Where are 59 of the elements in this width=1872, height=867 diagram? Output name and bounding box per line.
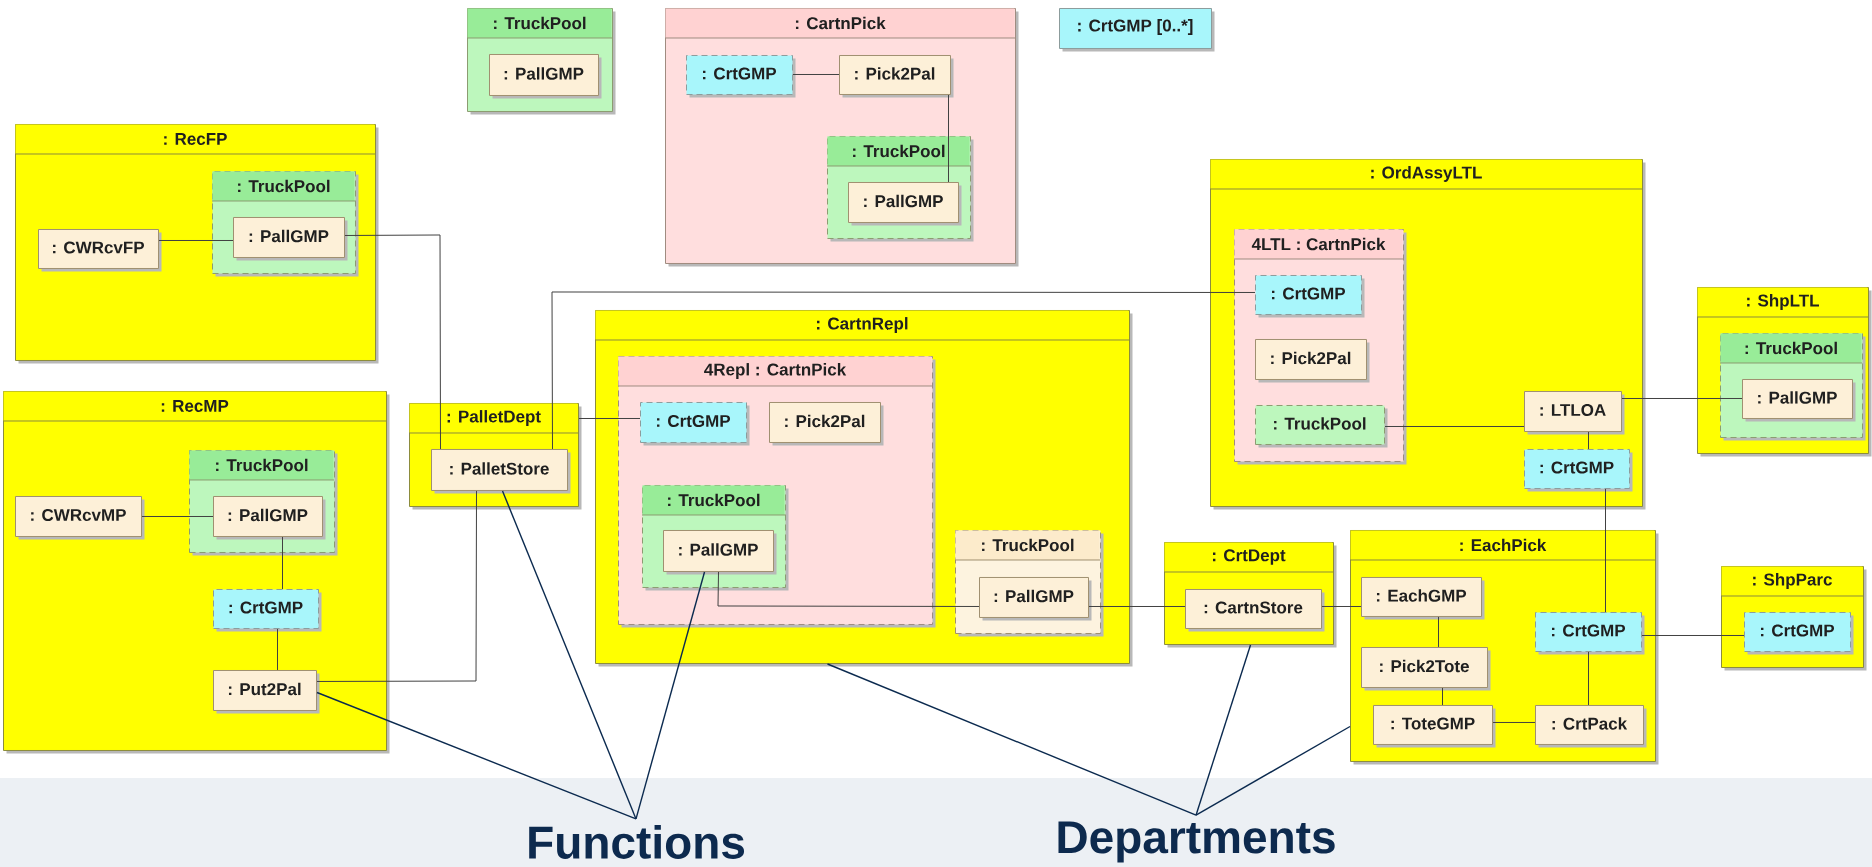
callout-label: Functions <box>529 825 745 859</box>
connector-line <box>717 571 980 607</box>
part-box: : LTLOA <box>1524 391 1625 435</box>
part-box: : CWRcvFP <box>38 229 162 272</box>
part-box: : PallGMP <box>233 217 348 261</box>
connector-line <box>551 291 1256 450</box>
callout-label: Departments <box>1058 821 1335 863</box>
part-box: : PalletStore <box>431 449 571 494</box>
part-box: : PallGMP <box>213 496 326 540</box>
part-box: : CrtPack <box>1535 705 1647 748</box>
part-box: : PallGMP <box>848 182 962 226</box>
part-box: : CWRcvMP <box>15 496 145 540</box>
connector-line <box>1605 488 1606 613</box>
connector-line <box>1442 687 1443 706</box>
part-box: : CrtGMP <box>686 55 796 98</box>
connector-line <box>1438 616 1439 648</box>
leader-line <box>316 691 637 820</box>
connector-line <box>1088 606 1186 607</box>
part-box: : PallGMP <box>1742 379 1856 422</box>
part-box: : PallGMP <box>489 54 602 99</box>
leader-line <box>501 490 637 820</box>
connector-line <box>1588 431 1589 450</box>
part-box: : PallGMP <box>663 530 777 575</box>
part-box: : CartnStore <box>1185 589 1325 632</box>
part-box: : CrtGMP <box>1524 449 1633 492</box>
connector-line <box>1588 651 1589 706</box>
part-box: : CrtGMP <box>1255 275 1365 318</box>
connector-line <box>1621 398 1743 399</box>
part-box: : CrtGMP <box>1535 612 1645 655</box>
connector-line <box>792 74 840 75</box>
connector-line <box>158 240 234 241</box>
part-box: : Pick2Pal <box>769 402 884 446</box>
part-box: : Pick2Tote <box>1361 647 1491 691</box>
part-box: : Pick2Pal <box>1255 339 1370 383</box>
leader-line <box>826 663 1197 816</box>
connector-line <box>1321 606 1362 607</box>
part-box: : Put2Pal <box>213 670 320 714</box>
connector-line <box>1492 722 1536 723</box>
connector-line <box>578 418 641 419</box>
part-box: : CrtGMP <box>213 589 322 632</box>
part-box: : CrtGMP <box>1744 612 1854 655</box>
part-box: : PallGMP <box>979 577 1092 621</box>
connector-line <box>141 516 214 517</box>
connector-line <box>1384 426 1525 427</box>
part-box: : CrtGMP [0..*] <box>1059 8 1215 52</box>
leader-line <box>1195 644 1252 816</box>
connector-line <box>277 628 278 671</box>
connector-line <box>948 94 949 183</box>
connector-line <box>1641 635 1745 636</box>
leader-line <box>1195 725 1351 816</box>
part-box: : EachGMP <box>1361 577 1485 620</box>
part-box: : TruckPool <box>1255 405 1388 448</box>
connector-line <box>344 234 441 450</box>
part-box: : ToteGMP <box>1373 705 1496 748</box>
connector-line <box>282 536 283 590</box>
connector-line <box>316 490 477 682</box>
part-box: : Pick2Pal <box>839 55 954 98</box>
part-box: : CrtGMP <box>640 402 750 446</box>
leader-line <box>635 571 706 820</box>
